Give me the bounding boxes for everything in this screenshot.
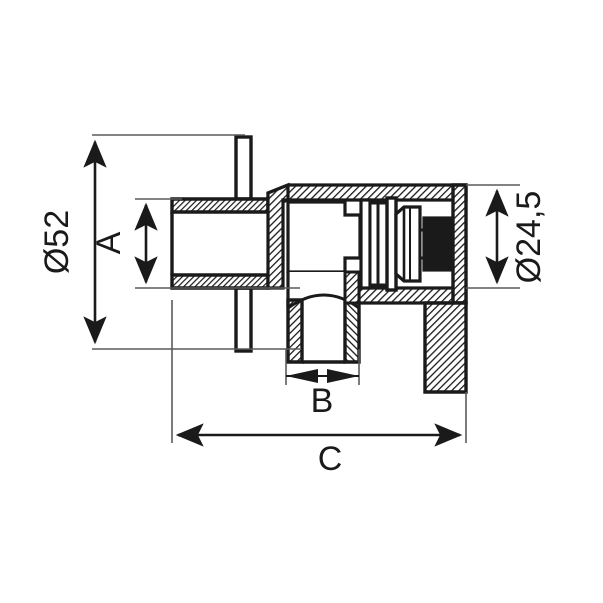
dimension-annotations: Ø52 A Ø24,5 B C [38,134,548,478]
dimension-label-a: A [90,231,128,254]
valve-body-outlet-shoulder [343,270,361,305]
outlet-tube-left-wall [286,298,304,364]
dimension-label-diameter-52: Ø52 [38,210,76,274]
stem-nut [394,205,422,283]
mounting-flange-tab-lower [234,286,253,353]
wall-mount-bracket [423,301,468,394]
valve-cartridge [359,196,398,292]
outlet-tube-right-wall [343,298,361,364]
extension-lines [92,134,520,443]
threaded-inlet-pipe-upper-wall [170,197,270,214]
threaded-inlet-pipe-lower-wall [170,273,270,290]
dimension-label-c: C [318,440,343,478]
valve-body-right-wall [451,183,468,305]
dimension-diameter-24-5: Ø24,5 [485,188,548,285]
dimension-diameter-52: Ø52 [38,139,107,345]
dimension-c: C [175,423,463,478]
dimension-b: B [286,369,359,420]
dimension-label-b: B [311,382,334,420]
valve-body-lower-wall [357,286,468,305]
mounting-flange-tab-upper [234,135,253,201]
dimension-a: A [90,202,158,285]
dimension-label-diameter-24-5: Ø24,5 [510,191,548,284]
